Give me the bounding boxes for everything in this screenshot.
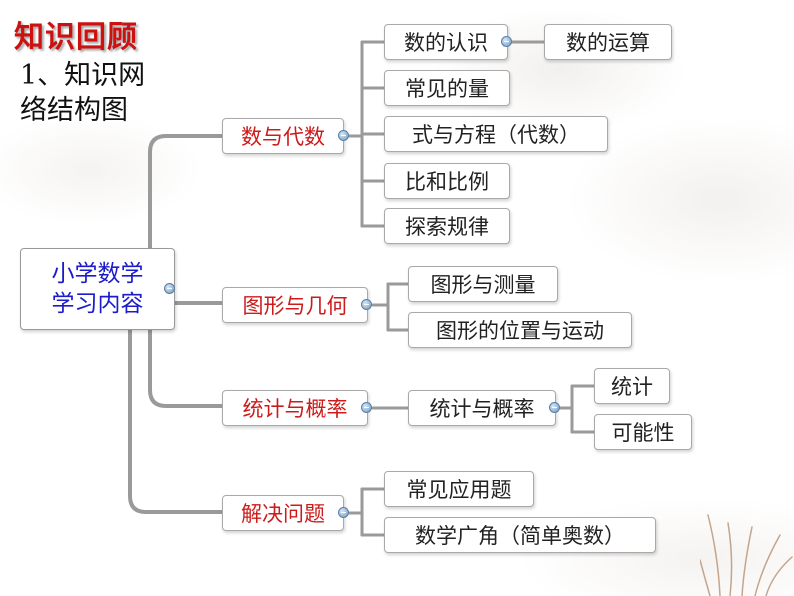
collapse-icon[interactable] [164, 283, 175, 294]
collapse-icon[interactable] [501, 36, 512, 47]
leaf-label: 数学广角（简单奥数） [415, 524, 625, 548]
leaf-label: 常见应用题 [406, 478, 512, 502]
branch-node-statistics[interactable]: 统计与概率 [222, 390, 368, 426]
collapse-icon[interactable] [361, 402, 372, 413]
branch-label: 统计与概率 [242, 397, 348, 421]
grass-decoration [700, 514, 793, 596]
leaf-node[interactable]: 常见的量 [384, 70, 510, 106]
branch-node-problem-solving[interactable]: 解决问题 [222, 495, 344, 531]
leaf-label: 数的运算 [566, 31, 650, 55]
root-label-line1: 小学数学 [51, 261, 144, 287]
leaf-node[interactable]: 数学广角（简单奥数） [384, 517, 656, 553]
leaf-label: 式与方程（代数） [412, 123, 580, 147]
leaf-node[interactable]: 统计 [594, 368, 670, 404]
leaf-node[interactable]: 图形的位置与运动 [408, 312, 632, 348]
leaf-node[interactable]: 比和比例 [384, 163, 510, 199]
root-label-line2: 学习内容 [51, 291, 144, 317]
leaf-node[interactable]: 常见应用题 [384, 471, 534, 507]
branch-label: 图形与几何 [242, 294, 348, 318]
slide-subtitle: 1、知识网络结构图 [20, 60, 146, 126]
branch-label: 解决问题 [241, 502, 325, 526]
leaf-node[interactable]: 可能性 [594, 414, 692, 450]
leaf-label: 探索规律 [405, 215, 489, 239]
branch-node-geometry[interactable]: 图形与几何 [222, 287, 368, 323]
leaf-node[interactable]: 数的运算 [544, 24, 672, 60]
section-title: 知识回顾 [14, 20, 138, 55]
branch-label: 数与代数 [241, 125, 325, 149]
leaf-label: 图形的位置与运动 [436, 319, 604, 343]
collapse-icon[interactable] [338, 130, 349, 141]
leaf-label: 统计 [611, 375, 653, 399]
leaf-node[interactable]: 数的认识 [384, 24, 508, 60]
collapse-icon[interactable] [338, 507, 349, 518]
leaf-node[interactable]: 探索规律 [384, 208, 510, 244]
leaf-label: 数的认识 [404, 31, 488, 55]
leaf-label: 可能性 [611, 421, 675, 445]
leaf-label: 图形与测量 [430, 273, 536, 297]
leaf-label: 常见的量 [405, 77, 489, 101]
leaf-node[interactable]: 图形与测量 [408, 266, 558, 302]
collapse-icon[interactable] [361, 299, 372, 310]
branch-node-number-algebra[interactable]: 数与代数 [222, 118, 344, 154]
leaf-node[interactable]: 式与方程（代数） [384, 116, 608, 152]
collapse-icon[interactable] [549, 402, 560, 413]
leaf-label: 比和比例 [405, 170, 489, 194]
leaf-node[interactable]: 统计与概率 [408, 390, 556, 426]
leaf-label: 统计与概率 [429, 397, 535, 421]
root-node[interactable]: 小学数学 学习内容 [20, 248, 175, 330]
